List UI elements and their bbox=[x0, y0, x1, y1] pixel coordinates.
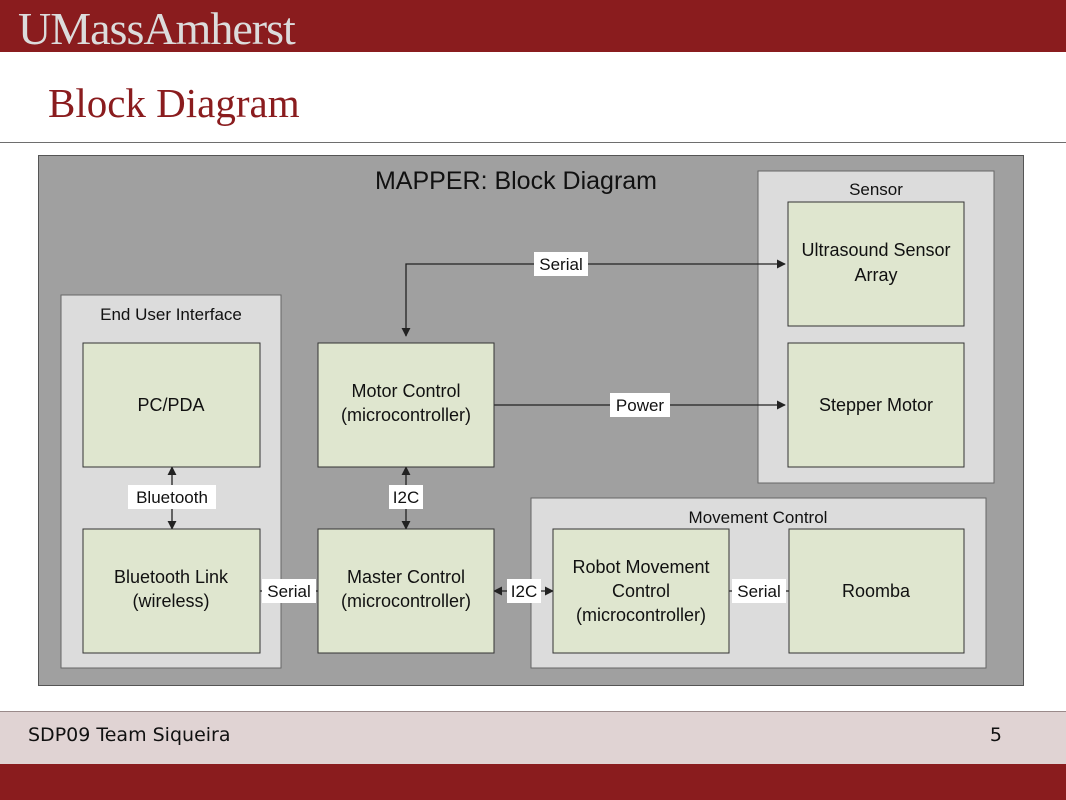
svg-text:Control: Control bbox=[612, 581, 670, 601]
svg-text:Robot Movement: Robot Movement bbox=[572, 557, 709, 577]
block-robot-movement-control: Robot Movement Control (microcontroller) bbox=[552, 528, 730, 654]
connector-label-power: Power bbox=[610, 393, 670, 417]
group-label-movement: Movement Control bbox=[689, 508, 828, 527]
svg-text:(wireless): (wireless) bbox=[132, 591, 209, 611]
university-logo: UMassAmherst bbox=[18, 3, 296, 54]
svg-text:Ultrasound Sensor: Ultrasound Sensor bbox=[801, 240, 950, 260]
group-label-end-user: End User Interface bbox=[100, 305, 242, 324]
svg-text:Serial: Serial bbox=[539, 255, 582, 274]
svg-text:Serial: Serial bbox=[267, 582, 310, 601]
svg-text:Serial: Serial bbox=[737, 582, 780, 601]
group-label-sensor: Sensor bbox=[849, 180, 903, 199]
block-pc-pda: PC/PDA bbox=[82, 342, 261, 468]
svg-text:I2C: I2C bbox=[511, 582, 537, 601]
slide-title: Block Diagram bbox=[48, 80, 300, 126]
svg-text:Stepper Motor: Stepper Motor bbox=[819, 395, 933, 415]
svg-text:Array: Array bbox=[854, 265, 897, 285]
svg-text:(microcontroller): (microcontroller) bbox=[576, 605, 706, 625]
block-bluetooth-link: Bluetooth Link (wireless) bbox=[82, 528, 261, 654]
svg-text:Bluetooth Link: Bluetooth Link bbox=[114, 567, 229, 587]
footer-band bbox=[0, 711, 1066, 764]
top-banner: UMassAmherst bbox=[0, 0, 1066, 52]
svg-text:Bluetooth: Bluetooth bbox=[136, 488, 208, 507]
svg-text:(microcontroller): (microcontroller) bbox=[341, 591, 471, 611]
svg-text:I2C: I2C bbox=[393, 488, 419, 507]
bottom-banner bbox=[0, 764, 1066, 800]
block-motor-control: Motor Control (microcontroller) bbox=[317, 342, 495, 468]
connector-label-bluetooth: Bluetooth bbox=[128, 485, 216, 509]
footer-team-name: SDP09 Team Siqueira bbox=[28, 724, 231, 746]
connector-serial-sensor bbox=[401, 259, 786, 337]
connector-label-serial-top: Serial bbox=[534, 252, 588, 276]
svg-text:Power: Power bbox=[616, 396, 665, 415]
svg-text:PC/PDA: PC/PDA bbox=[137, 395, 204, 415]
block-stepper-motor: Stepper Motor bbox=[787, 342, 965, 468]
block-ultrasound-sensor: Ultrasound Sensor Array bbox=[787, 201, 965, 327]
diagram-title: MAPPER: Block Diagram bbox=[375, 167, 657, 195]
svg-text:Master Control: Master Control bbox=[347, 567, 465, 587]
connector-label-i2c-vertical: I2C bbox=[389, 485, 423, 509]
connector-label-serial-right: Serial bbox=[732, 579, 786, 603]
block-roomba: Roomba bbox=[788, 528, 965, 654]
connector-label-serial-left: Serial bbox=[262, 579, 316, 603]
block-master-control: Master Control (microcontroller) bbox=[317, 528, 495, 654]
svg-text:(microcontroller): (microcontroller) bbox=[341, 405, 471, 425]
block-diagram: MAPPER: Block Diagram End User Interface… bbox=[38, 155, 1024, 686]
title-divider bbox=[0, 142, 1066, 143]
svg-text:Roomba: Roomba bbox=[842, 581, 911, 601]
svg-text:Motor Control: Motor Control bbox=[351, 381, 460, 401]
page-number: 5 bbox=[989, 724, 1002, 746]
connector-label-i2c-horizontal: I2C bbox=[507, 579, 541, 603]
